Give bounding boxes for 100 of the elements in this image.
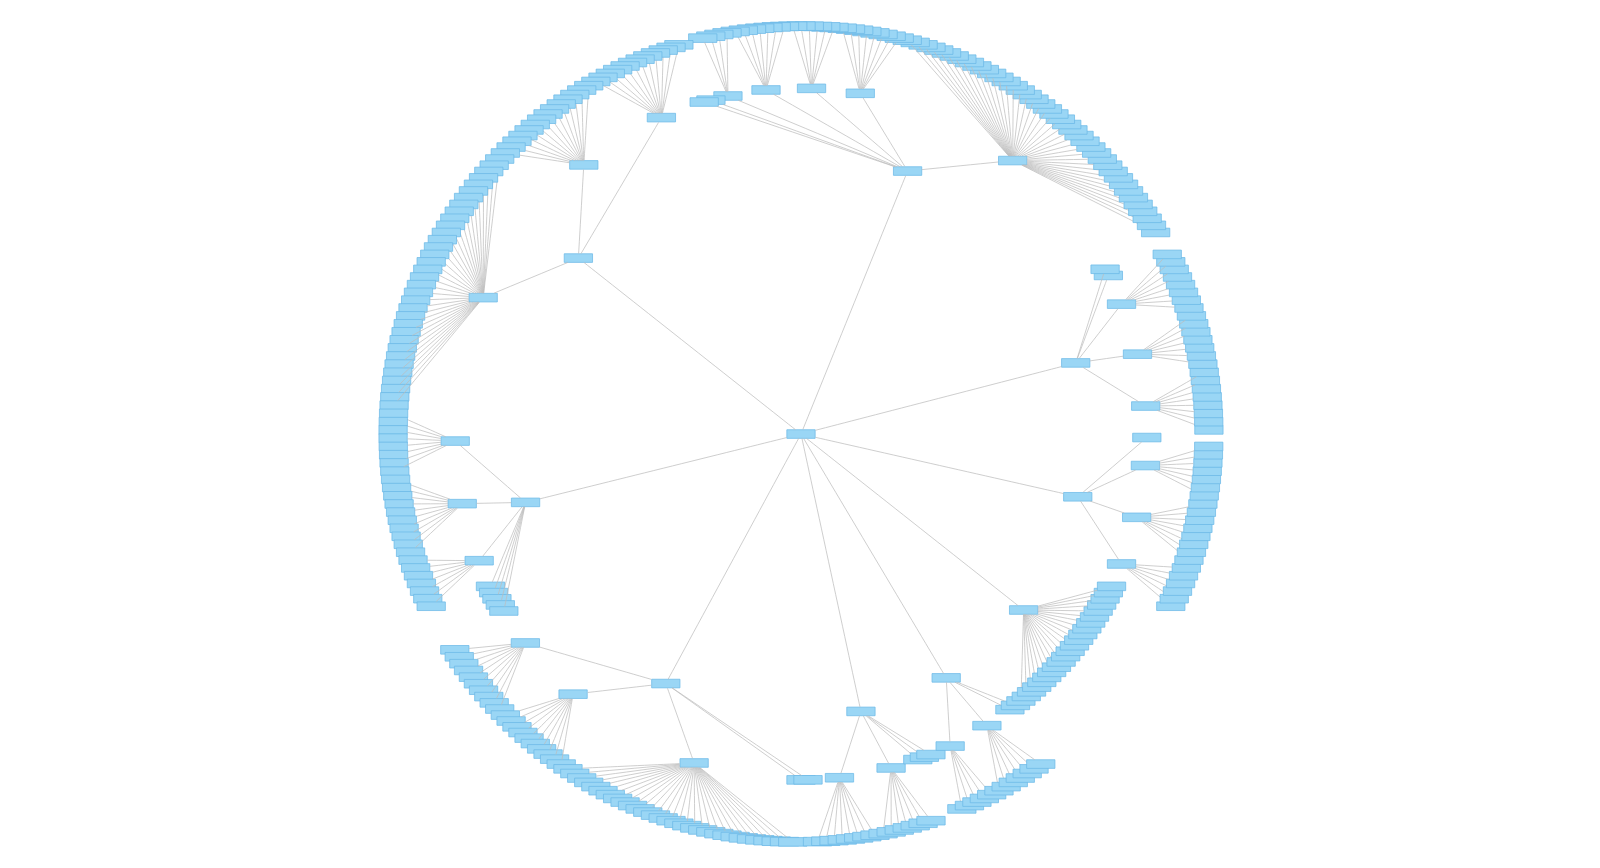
- connector: [586, 684, 651, 693]
- connector: [523, 698, 565, 723]
- connector: [1149, 519, 1183, 527]
- node-box: [484, 154, 514, 164]
- connector: [1158, 456, 1194, 464]
- node-box: [997, 155, 1027, 166]
- node-box: [559, 89, 589, 100]
- node-box: [712, 91, 742, 101]
- connector: [867, 715, 924, 751]
- connector: [950, 750, 975, 798]
- connector: [805, 438, 1018, 606]
- node-box: [1190, 474, 1220, 485]
- node-box: [405, 578, 435, 589]
- connector: [859, 35, 866, 90]
- node-box: [1057, 125, 1087, 135]
- connector: [839, 715, 859, 774]
- connector: [952, 750, 988, 791]
- node-box: [495, 142, 525, 152]
- node-box: [1121, 512, 1151, 522]
- node-box: [435, 220, 465, 230]
- connector: [567, 103, 583, 161]
- node-box: [1182, 335, 1212, 345]
- node-box: [1018, 764, 1048, 774]
- connector: [838, 781, 850, 835]
- connector: [703, 42, 726, 92]
- connector: [692, 767, 695, 824]
- connector: [412, 507, 451, 525]
- connector: [737, 99, 897, 167]
- connector: [811, 30, 825, 85]
- connector: [405, 301, 477, 352]
- connector: [1025, 160, 1093, 165]
- connector: [814, 436, 1063, 494]
- connector: [765, 30, 783, 86]
- node-box: [1185, 507, 1215, 517]
- connector: [601, 765, 680, 781]
- connector: [415, 507, 448, 517]
- connector: [857, 34, 860, 90]
- connector: [1158, 463, 1193, 466]
- connector: [1081, 367, 1138, 402]
- connector: [660, 54, 663, 114]
- node-box: [468, 685, 498, 695]
- node-box: [1025, 759, 1055, 769]
- connector: [860, 37, 874, 90]
- node-box: [474, 581, 505, 592]
- connector: [631, 767, 686, 798]
- node-box: [580, 76, 610, 87]
- node-box: [405, 279, 435, 290]
- connector: [861, 715, 888, 764]
- connector: [671, 767, 692, 817]
- connector: [650, 767, 690, 808]
- node-box: [381, 482, 411, 493]
- connector: [839, 781, 857, 834]
- node-box: [378, 400, 408, 410]
- connector: [810, 30, 817, 85]
- connector: [695, 767, 740, 834]
- node-box: [446, 499, 476, 509]
- node-box: [1131, 213, 1161, 223]
- node-box: [1011, 768, 1041, 779]
- node-box: [823, 773, 853, 783]
- connector: [458, 445, 520, 499]
- connector: [842, 32, 859, 89]
- connector: [1011, 94, 1020, 157]
- node-box: [1158, 264, 1188, 275]
- connector: [1081, 441, 1141, 493]
- connector: [1129, 568, 1168, 588]
- node-box: [1161, 586, 1191, 596]
- connector: [815, 92, 902, 167]
- node-box: [645, 112, 675, 123]
- connector: [861, 97, 905, 167]
- node-box: [1106, 559, 1136, 569]
- node-box: [580, 781, 610, 792]
- connector: [833, 781, 839, 837]
- connector: [1158, 404, 1193, 407]
- node-box: [1095, 581, 1126, 592]
- connector: [534, 134, 576, 161]
- connector: [548, 698, 571, 750]
- connector: [633, 66, 659, 114]
- connector: [861, 40, 889, 90]
- node-box: [519, 119, 549, 130]
- connector: [1158, 392, 1192, 403]
- node-box: [1161, 272, 1191, 282]
- connector: [1144, 521, 1184, 541]
- node-box: [379, 466, 409, 476]
- connector: [1152, 469, 1195, 492]
- node-box: [1173, 555, 1203, 565]
- node-box: [1165, 279, 1195, 290]
- connector: [987, 729, 1011, 779]
- connector: [1154, 384, 1195, 402]
- node-box: [402, 571, 432, 581]
- node-box: [422, 242, 452, 252]
- node-box: [1193, 425, 1223, 435]
- node-box: [415, 601, 445, 611]
- connector: [718, 38, 727, 92]
- node-box: [443, 652, 473, 662]
- node-box: [1097, 166, 1127, 177]
- node-box: [1106, 299, 1136, 309]
- connector: [1158, 398, 1193, 405]
- node-box: [386, 343, 416, 353]
- connector: [664, 766, 692, 814]
- node-box: [507, 130, 537, 141]
